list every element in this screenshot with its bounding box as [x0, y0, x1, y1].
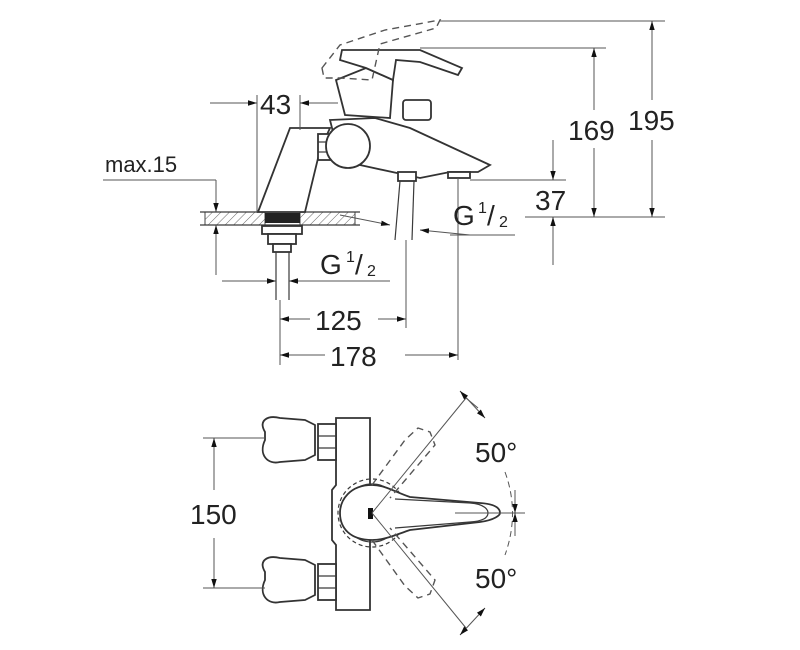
dim-178-label: 178 — [330, 341, 377, 372]
lever-open — [321, 19, 442, 81]
lever-rotated-up — [371, 427, 436, 499]
thread-outlet-slash: / — [487, 200, 495, 231]
dim-150-label: 150 — [190, 499, 237, 530]
dimension-37: 37 — [470, 140, 665, 265]
dim-125-label: 125 — [315, 305, 362, 336]
dimension-125: 125 — [279, 240, 407, 365]
lever-closed — [338, 49, 464, 82]
cartridge-housing — [334, 67, 394, 119]
thread-inlet-den: 2 — [367, 263, 376, 280]
dim-195-label: 195 — [628, 105, 675, 136]
dimension-g12-inlet: G 1 / 2 — [222, 249, 390, 284]
top-view: 50° 50° 150 — [190, 390, 525, 636]
thread-inlet-g: G — [320, 249, 342, 280]
side-view: 43 max.15 G 1 / 2 G 1 / 2 — [103, 19, 675, 372]
dim-169-label: 169 — [568, 115, 615, 146]
thread-outlet-g: G — [453, 200, 475, 231]
angle-down-label: 50° — [475, 563, 517, 594]
thread-inlet-slash: / — [355, 249, 363, 280]
dim-37-label: 37 — [535, 185, 566, 216]
angle-up-label: 50° — [475, 437, 517, 468]
dimension-195: 195 — [440, 20, 675, 217]
dimension-150: 150 — [190, 437, 265, 589]
connector-nut — [317, 123, 371, 169]
mounting-nut — [261, 225, 303, 300]
dimension-max-15: max.15 — [103, 152, 219, 275]
dim-max15-label: max.15 — [105, 152, 177, 177]
lever-rotated-down — [371, 527, 436, 599]
hose-outlet — [394, 171, 471, 360]
thread-inlet-num: 1 — [346, 249, 355, 266]
inlet-top — [261, 416, 337, 464]
thread-outlet-num: 1 — [478, 200, 487, 217]
lever-top — [339, 484, 501, 541]
dimension-178: 178 — [280, 341, 458, 372]
dimension-g12-outlet: G 1 / 2 — [339, 200, 515, 236]
inlet-bottom — [261, 556, 337, 604]
dimension-169: 169 — [420, 47, 615, 217]
diverter-knob — [402, 99, 432, 121]
dim-43-label: 43 — [260, 89, 291, 120]
thread-outlet-den: 2 — [499, 214, 508, 231]
deck-section — [200, 211, 360, 226]
dimension-43: 43 — [210, 89, 338, 212]
